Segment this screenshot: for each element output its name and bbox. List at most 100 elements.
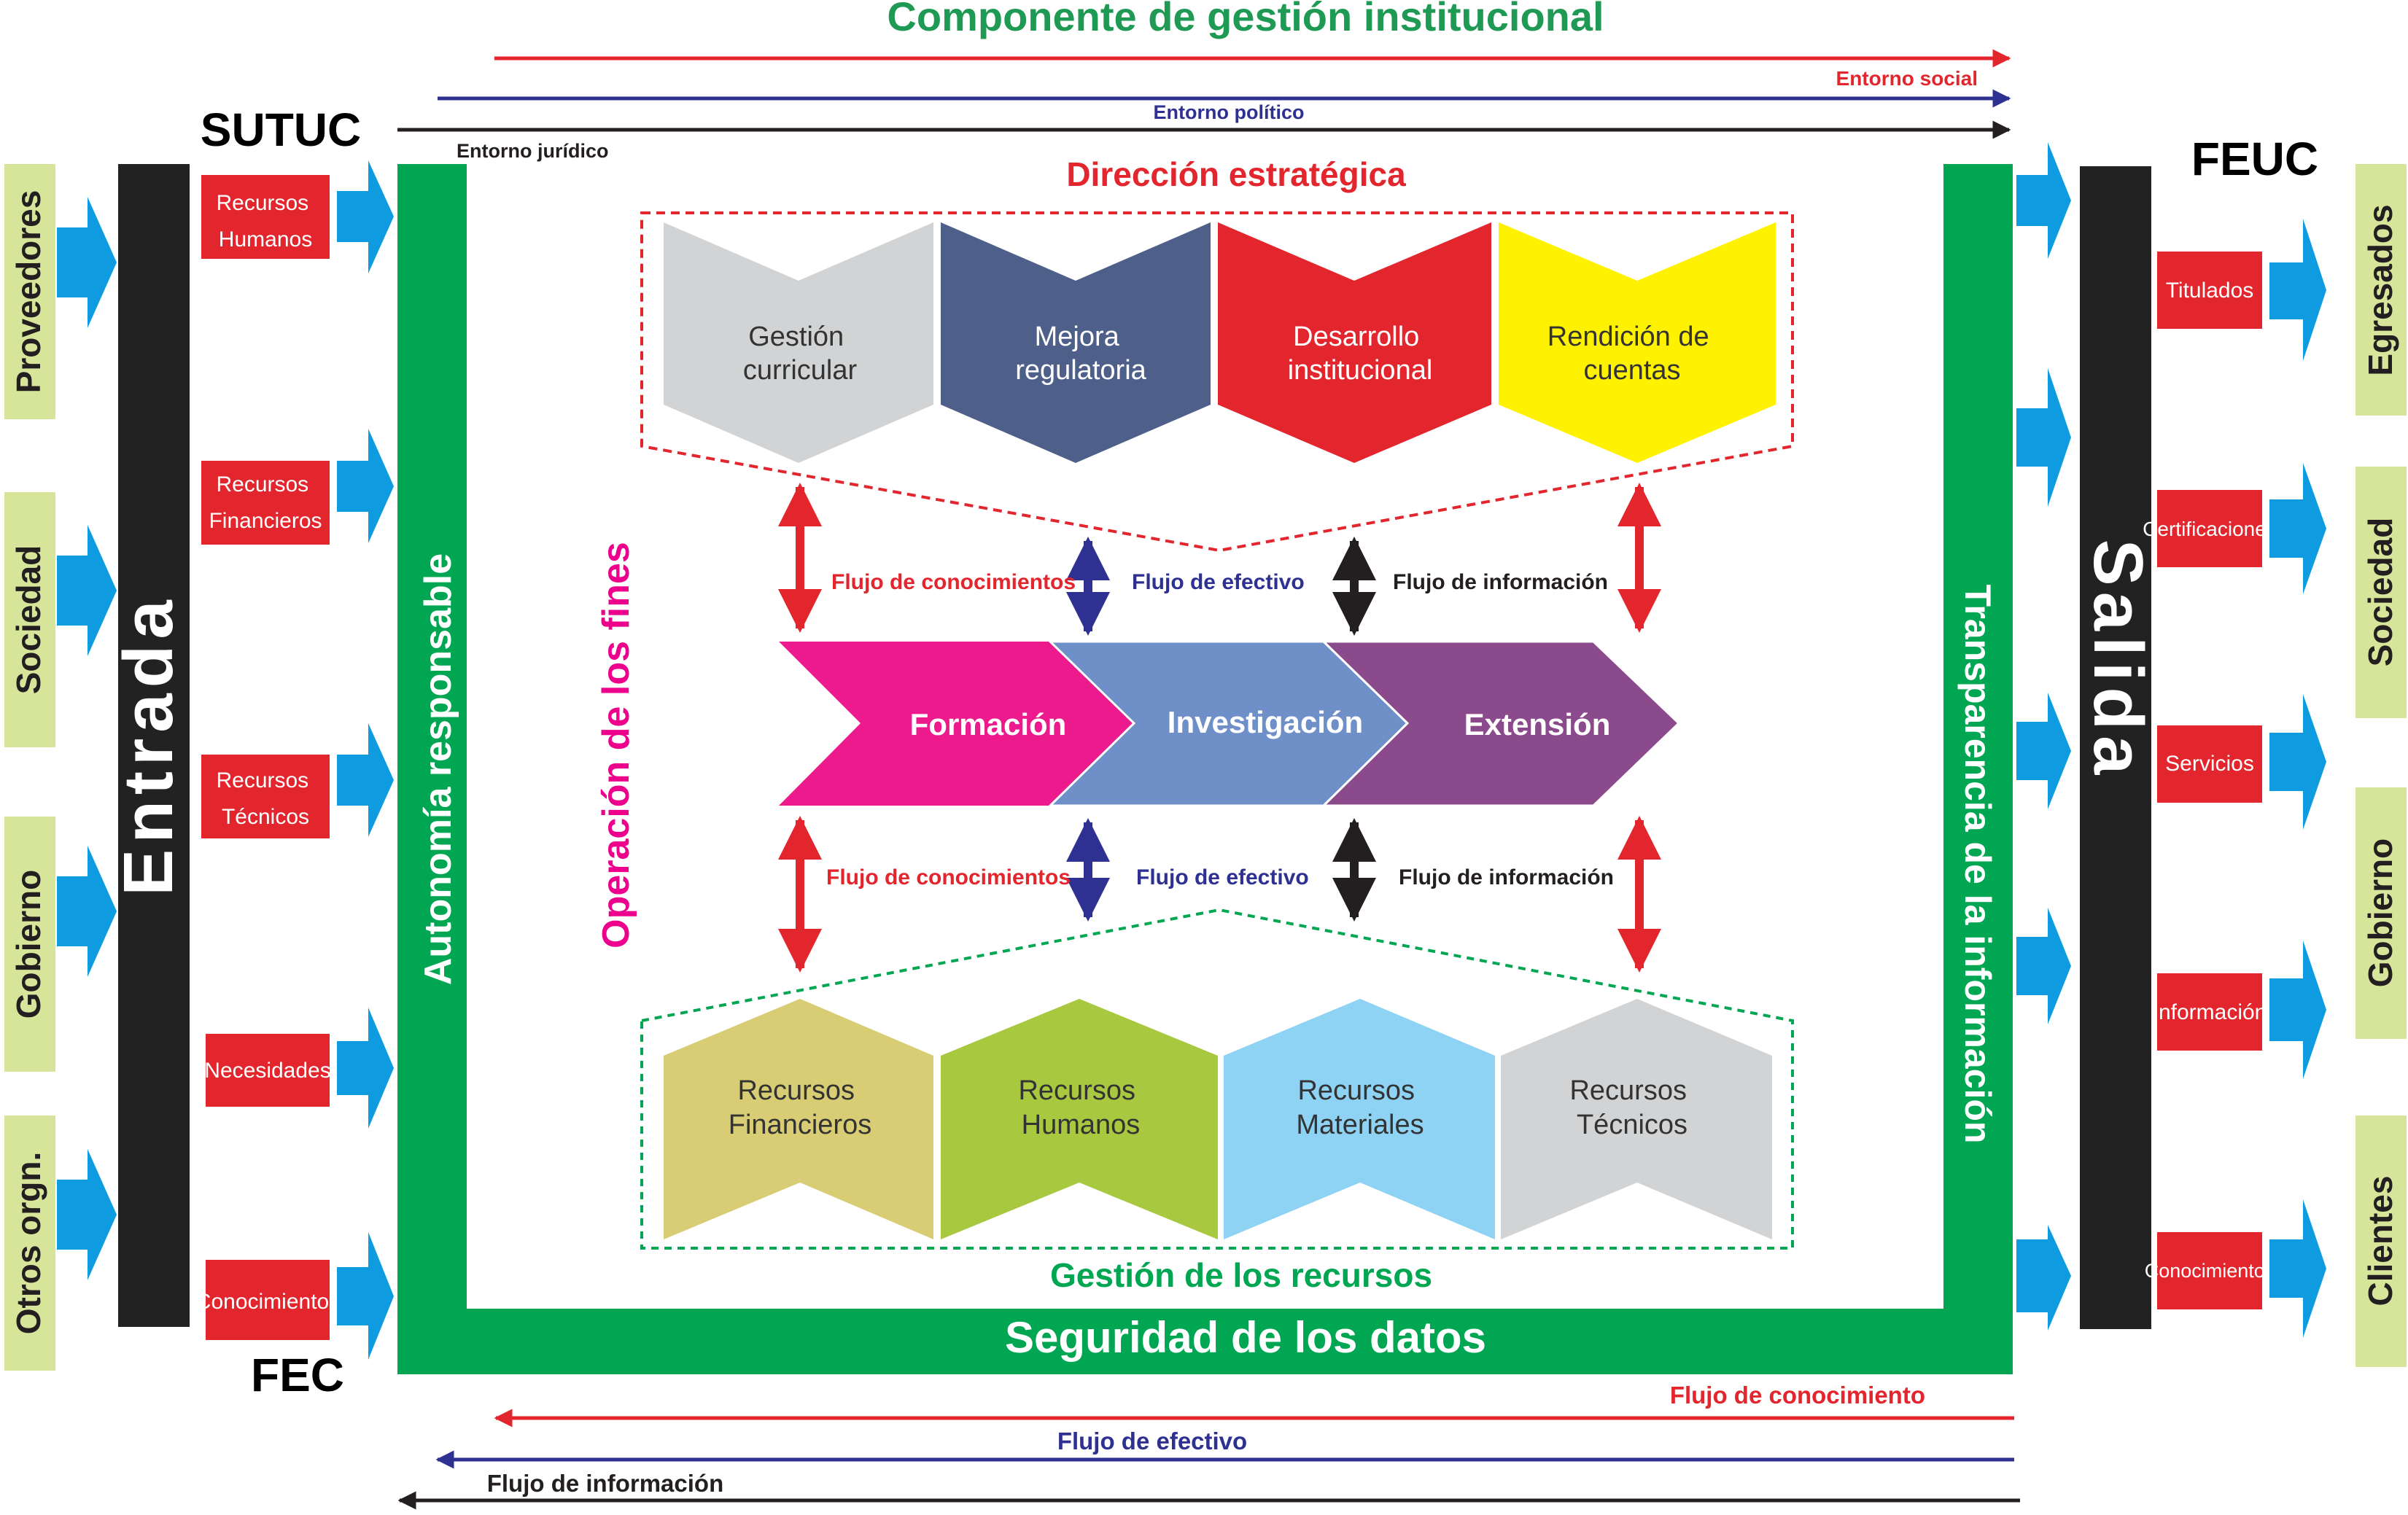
- chevron-line: institucional: [1288, 355, 1433, 386]
- frame-bottom-label: Seguridad de los datos: [1005, 1313, 1486, 1362]
- output-item-label: Titulados: [2166, 279, 2254, 303]
- input-item-recursos-financieros: Recursos Financieros: [201, 429, 394, 545]
- cash-return-label: Flujo de efectivo: [1057, 1428, 1247, 1454]
- input-bar: [118, 164, 190, 1327]
- resource-line: Financieros: [729, 1110, 871, 1140]
- resource-recursos-materiales: Recursos Materiales: [1224, 999, 1495, 1239]
- process-label: Investigación: [1168, 705, 1363, 739]
- feuc-label: FEUC: [2191, 133, 2318, 185]
- operation-processes: Formación Investigación Extensión: [779, 640, 1681, 807]
- information-return-label: Flujo de información: [487, 1470, 724, 1497]
- lower-information-flow-label: Flujo de información: [1399, 865, 1614, 889]
- target-label: Sociedad: [2361, 518, 2399, 667]
- resource-items: Recursos Financieros Recursos Humanos Re…: [664, 999, 1772, 1239]
- target-sociedad: Sociedad: [2355, 467, 2407, 718]
- diagram-title: Componente de gestión institucional: [887, 0, 1604, 39]
- output-item-label: Información: [2153, 1000, 2267, 1024]
- resource-recursos-financieros: Recursos Financieros: [664, 999, 933, 1239]
- svg-text:Recursos Financieros: Recursos Financieros: [209, 472, 322, 533]
- source-label: Gobierno: [9, 870, 47, 1019]
- input-item-line: Necesidades: [204, 1059, 330, 1083]
- resources-dashed-border: [640, 908, 1794, 1250]
- frame-output-arrows: [2016, 142, 2071, 1331]
- process-label: Formación: [910, 707, 1067, 741]
- target-label: Egresados: [2361, 204, 2399, 375]
- output-bar: [2080, 166, 2151, 1329]
- output-item-label: Certificaciones: [2143, 518, 2277, 540]
- target-clientes: Clientes: [2355, 1115, 2407, 1367]
- fec-label: FEC: [251, 1349, 344, 1401]
- input-bar-label: Entrada: [109, 594, 187, 895]
- input-item-line: Humanos: [219, 227, 312, 252]
- svg-text:Gestión curricular: Gestión curricular: [743, 322, 858, 386]
- svg-text:Mejora regulatoria: Mejora regulatoria: [1015, 322, 1146, 386]
- svg-text:Recursos Humanos: Recursos Humanos: [1018, 1075, 1143, 1140]
- chevron-line: cuentas: [1583, 355, 1680, 386]
- output-item-certificaciones: Certificaciones: [2143, 463, 2326, 594]
- resource-line: Técnicos: [1577, 1110, 1687, 1140]
- svg-text:Recursos Técnicos: Recursos Técnicos: [1569, 1075, 1694, 1140]
- svg-text:Recursos Materiales: Recursos Materiales: [1296, 1075, 1424, 1140]
- operation-side-label: Operación de los fines: [595, 542, 637, 949]
- resource-line: Materiales: [1296, 1110, 1424, 1140]
- input-item-necesidades: Necesidades: [204, 1008, 394, 1129]
- source-label: Sociedad: [9, 545, 47, 695]
- chevron-line: curricular: [743, 355, 858, 386]
- input-item-recursos-humanos: Recursos Humanos: [201, 160, 394, 273]
- output-item-titulados: Titulados: [2157, 219, 2326, 361]
- target-label: Clientes: [2361, 1176, 2399, 1306]
- output-bar-label: Salida: [2079, 540, 2157, 781]
- upper-cash-flow-label: Flujo de efectivo: [1132, 570, 1305, 594]
- social-environment-label: Entorno social: [1836, 67, 1978, 90]
- lower-cash-flow-label: Flujo de efectivo: [1136, 865, 1309, 889]
- resource-line: Recursos: [1297, 1075, 1415, 1106]
- target-gobierno: Gobierno: [2355, 787, 2407, 1039]
- source-otros: Otros orgn.: [4, 1115, 117, 1371]
- output-item-servicios: Servicios: [2157, 694, 2326, 830]
- svg-text:Recursos Financieros: Recursos Financieros: [729, 1075, 871, 1140]
- chevron-desarrollo-institucional: Desarrollo institucional: [1218, 222, 1491, 463]
- svg-text:Recursos Humanos: Recursos Humanos: [216, 191, 314, 252]
- source-label: Otros orgn.: [9, 1152, 47, 1334]
- resource-line: Recursos: [1018, 1075, 1135, 1106]
- input-item-conocimientos: Conocimientos: [195, 1232, 394, 1360]
- output-item-label: Servicios: [2165, 752, 2254, 776]
- input-item-line: Conocimientos: [195, 1290, 340, 1314]
- sutuc-label: SUTUC: [201, 104, 361, 156]
- political-environment-label: Entorno político: [1154, 101, 1305, 123]
- upper-information-flow-label: Flujo de información: [1393, 570, 1608, 594]
- resource-recursos-humanos: Recursos Humanos: [941, 999, 1218, 1239]
- output-item-conocimientos: Conocimientos: [2145, 1199, 2326, 1338]
- source-gobierno: Gobierno: [4, 817, 117, 1072]
- input-sources: Proveedores Sociedad Gobierno Otros orgn…: [4, 164, 117, 1371]
- chevron-line: Mejora: [1035, 322, 1120, 352]
- resource-line: Recursos: [1569, 1075, 1687, 1106]
- chevron-mejora-regulatoria: Mejora regulatoria: [941, 222, 1211, 463]
- chevron-gestion-curricular: Gestión curricular: [664, 222, 933, 463]
- svg-text:Desarrollo institucion: Desarrollo institucional: [1288, 322, 1433, 386]
- target-label: Gobierno: [2361, 838, 2399, 987]
- output-targets: Egresados Sociedad Gobierno Clientes: [2355, 164, 2407, 1367]
- frame-left-label: Autonomía responsable: [417, 553, 459, 985]
- target-egresados: Egresados: [2355, 164, 2407, 416]
- input-item-line: Financieros: [209, 509, 322, 533]
- source-sociedad: Sociedad: [4, 492, 117, 747]
- chevron-line: Rendición de: [1547, 322, 1709, 352]
- knowledge-return-label: Flujo de conocimiento: [1670, 1382, 1925, 1409]
- svg-text:Rendición de cuentas: Rendición de cuentas: [1547, 322, 1717, 386]
- lower-knowledge-flow-label: Flujo de conocimientos: [826, 865, 1071, 889]
- upper-knowledge-flow-label: Flujo de conocimientos: [831, 570, 1076, 594]
- strategic-title: Dirección estratégica: [1066, 155, 1406, 193]
- process-investigacion: Investigación: [1047, 640, 1410, 807]
- chevron-line: Desarrollo: [1293, 322, 1419, 352]
- input-item-line: Recursos: [216, 472, 308, 496]
- strategic-items: Gestión curricular Mejora regulatoria De…: [664, 222, 1776, 463]
- output-item-informacion: Información: [2153, 940, 2326, 1079]
- input-item-line: Técnicos: [222, 805, 309, 829]
- input-item-line: Recursos: [216, 768, 308, 792]
- frame-right-label: Transparencia de la información: [1957, 585, 1998, 1144]
- process-formacion: Formación: [779, 642, 1134, 806]
- output-items: Titulados Certificaciones Servicios Info…: [2143, 219, 2326, 1338]
- input-item-recursos-tecnicos: Recursos Técnicos: [201, 723, 394, 838]
